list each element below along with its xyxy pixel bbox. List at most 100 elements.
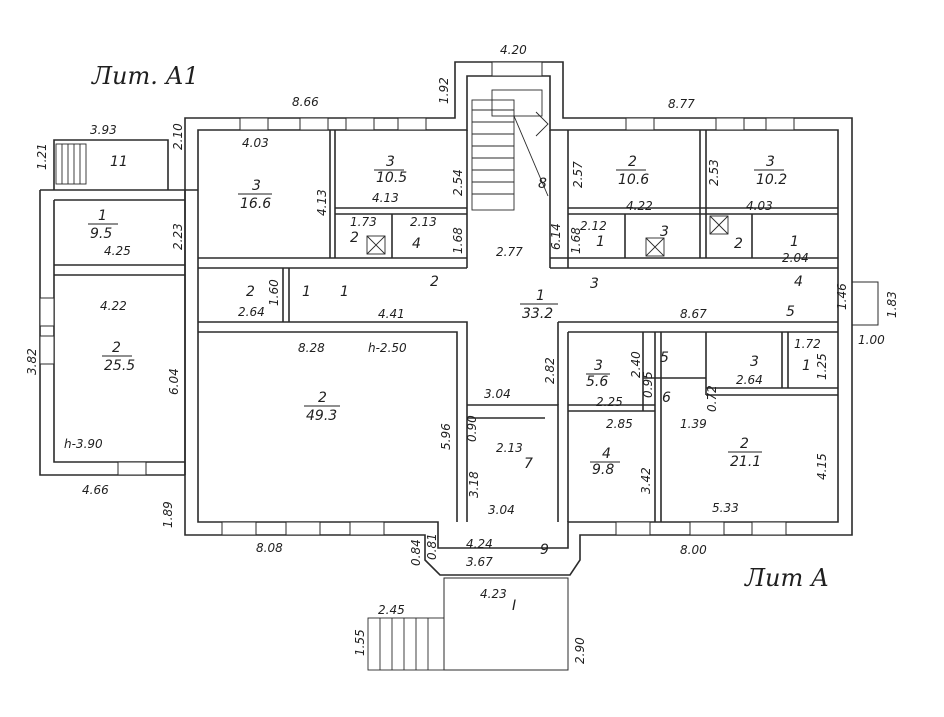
- dim-label: 8.67: [680, 307, 707, 321]
- dim-label: 1.39: [680, 417, 707, 431]
- dim-label: 1.72: [794, 337, 821, 351]
- dim-label: 1.73: [350, 215, 377, 229]
- room-area: 33.2: [522, 306, 553, 322]
- room-labels: 11 1 9.5 2 25.5 3 16.6 3 10.5 2 4 8 2 10…: [90, 154, 811, 558]
- dim-label: 5.96: [439, 423, 453, 450]
- dim-label: 5.33: [712, 501, 739, 515]
- dim-label: 4.25: [104, 244, 131, 258]
- dim-label: 2.64: [238, 305, 265, 319]
- dim-label: 3.67: [466, 555, 493, 569]
- room-area: 10.6: [618, 172, 649, 188]
- dim-label: 4.24: [466, 537, 493, 551]
- dim-label: h-2.50: [368, 341, 407, 355]
- dim-label: 0.72: [705, 385, 719, 412]
- dim-label: 2.85: [606, 417, 633, 431]
- dim-label: 2.13: [496, 441, 523, 455]
- title-lit-a: Лит А: [744, 564, 829, 592]
- dim-label: 2.82: [543, 357, 557, 384]
- dim-label: 6.14: [549, 223, 563, 250]
- dim-label: 4.13: [372, 191, 399, 205]
- dim-label: 8.77: [668, 97, 695, 111]
- room-number: 4: [602, 446, 611, 462]
- dim-label: 1.21: [35, 143, 49, 170]
- room-number: 1: [596, 234, 605, 250]
- dim-label: 1.89: [161, 501, 175, 528]
- room-area: 9.5: [90, 226, 112, 242]
- dim-label: 2.12: [580, 219, 607, 233]
- dim-label: 2.10: [171, 123, 185, 150]
- dim-label: 2.13: [410, 215, 437, 229]
- room-number: 5: [786, 304, 795, 320]
- room-number: 7: [524, 456, 533, 472]
- room-number: 2: [112, 340, 121, 356]
- room-number: 2: [246, 284, 255, 300]
- dim-label: 8.66: [292, 95, 319, 109]
- dim-label: 3.82: [25, 348, 39, 375]
- room-number: 5: [660, 350, 669, 366]
- room-number: 4: [412, 236, 421, 252]
- dim-label: 4.13: [315, 189, 329, 216]
- room-number: 2: [740, 436, 749, 452]
- room-number: 2: [734, 236, 743, 252]
- room-area: 10.5: [376, 170, 407, 186]
- dim-label: 2.04: [782, 251, 809, 265]
- dim-label: 1.68: [451, 227, 465, 254]
- dim-label: 3.18: [467, 471, 481, 498]
- dim-label: 6.04: [167, 368, 181, 395]
- dim-label: 3.93: [90, 123, 117, 137]
- dim-label: 8.00: [680, 543, 707, 557]
- room-area: 16.6: [240, 196, 271, 212]
- dim-label: 2.54: [451, 169, 465, 196]
- dim-label: 2.23: [171, 223, 185, 250]
- room-number: 3: [594, 358, 603, 374]
- dim-label: 4.03: [746, 199, 773, 213]
- dim-label: 4.22: [100, 299, 127, 313]
- room-area: 49.3: [306, 408, 337, 424]
- room-number: 1: [302, 284, 311, 300]
- room-number: 2: [318, 390, 327, 406]
- dim-label: 1.25: [815, 353, 829, 380]
- room-area: 10.2: [756, 172, 787, 188]
- dim-label: h-3.90: [64, 437, 103, 451]
- room-number: 3: [252, 178, 261, 194]
- dim-label: 4.23: [480, 587, 507, 601]
- room-number: 1: [536, 288, 545, 304]
- dim-label: 8.28: [298, 341, 325, 355]
- outer-walls: [39, 61, 879, 576]
- room-number: 3: [766, 154, 775, 170]
- room-number: 2: [628, 154, 637, 170]
- dim-label: 2.25: [596, 395, 623, 409]
- room-number: 3: [750, 354, 759, 370]
- dim-label: 2.57: [571, 161, 585, 188]
- dim-label: 1.68: [569, 227, 583, 254]
- dim-label: 2.45: [378, 603, 405, 617]
- dim-label: 0.81: [425, 533, 439, 560]
- dim-label: 3.04: [484, 387, 511, 401]
- room-number: 8: [538, 176, 547, 192]
- entrance-mark: I: [512, 598, 516, 614]
- area-underlines: [88, 169, 784, 463]
- dim-label: 0.84: [409, 539, 423, 566]
- dim-label: 2.53: [707, 159, 721, 186]
- windows: [39, 61, 795, 536]
- dim-label: 0.90: [465, 415, 479, 442]
- room-area: 25.5: [104, 358, 135, 374]
- room-number: 9: [540, 542, 549, 558]
- room-number: 6: [662, 390, 671, 406]
- dim-label: 2.40: [629, 351, 643, 378]
- dimension-labels: 4.20 1.92 8.66 8.77 3.93 1.21 2.10 2.23 …: [25, 43, 899, 664]
- dim-label: 4.22: [626, 199, 653, 213]
- dim-label: 0.95: [641, 371, 655, 398]
- dim-label: 3.04: [488, 503, 515, 517]
- room-area: 5.6: [586, 374, 608, 390]
- dim-label: 4.03: [242, 136, 269, 150]
- stairs: [55, 89, 729, 671]
- dim-label: 1.83: [885, 291, 899, 318]
- dim-label: 1.60: [267, 279, 281, 306]
- dim-label: 2.64: [736, 373, 763, 387]
- room-number: 1: [802, 358, 811, 374]
- title-lit-a1: Лит. А1: [91, 62, 199, 90]
- interior-walls: [198, 130, 838, 522]
- room-number: 11: [110, 154, 128, 170]
